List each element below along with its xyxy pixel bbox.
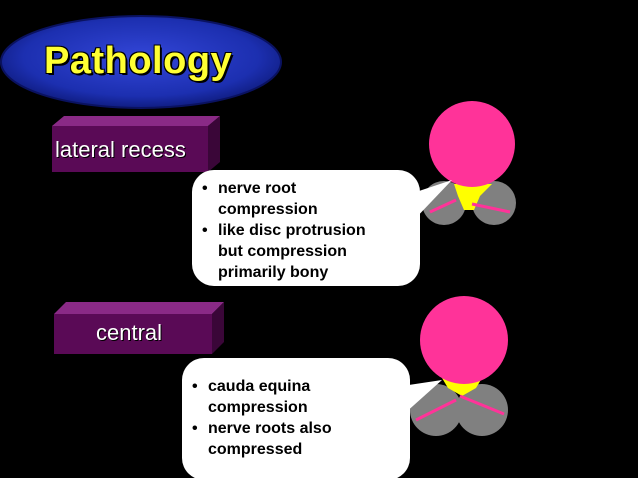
facet-joint-right — [456, 384, 508, 436]
label-box-lateral-recess — [52, 116, 220, 172]
spinal-canal-diagram-central — [410, 296, 508, 436]
bullet-item: nerve roots also compressed — [192, 418, 362, 460]
bullet-item: cauda equina compression — [192, 376, 362, 418]
label-central: central — [96, 320, 163, 345]
bullet-list-lateral-recess: nerve root compression like disc protrus… — [202, 178, 392, 283]
bullet-list-central: cauda equina compression nerve roots als… — [192, 376, 362, 460]
bullet-item: nerve root compression — [202, 178, 392, 220]
disc-circle — [420, 296, 508, 384]
bullet-item: like disc protrusion but compression pri… — [202, 220, 392, 283]
spinal-canal-diagram-lateral — [422, 101, 516, 225]
disc-circle — [429, 101, 515, 187]
label-lateral-recess: lateral recess — [55, 137, 186, 162]
slide-title: Pathology — [44, 40, 233, 82]
nerve-root-yellow — [454, 184, 492, 210]
title-oval — [0, 15, 282, 109]
label-box-central — [54, 302, 224, 354]
